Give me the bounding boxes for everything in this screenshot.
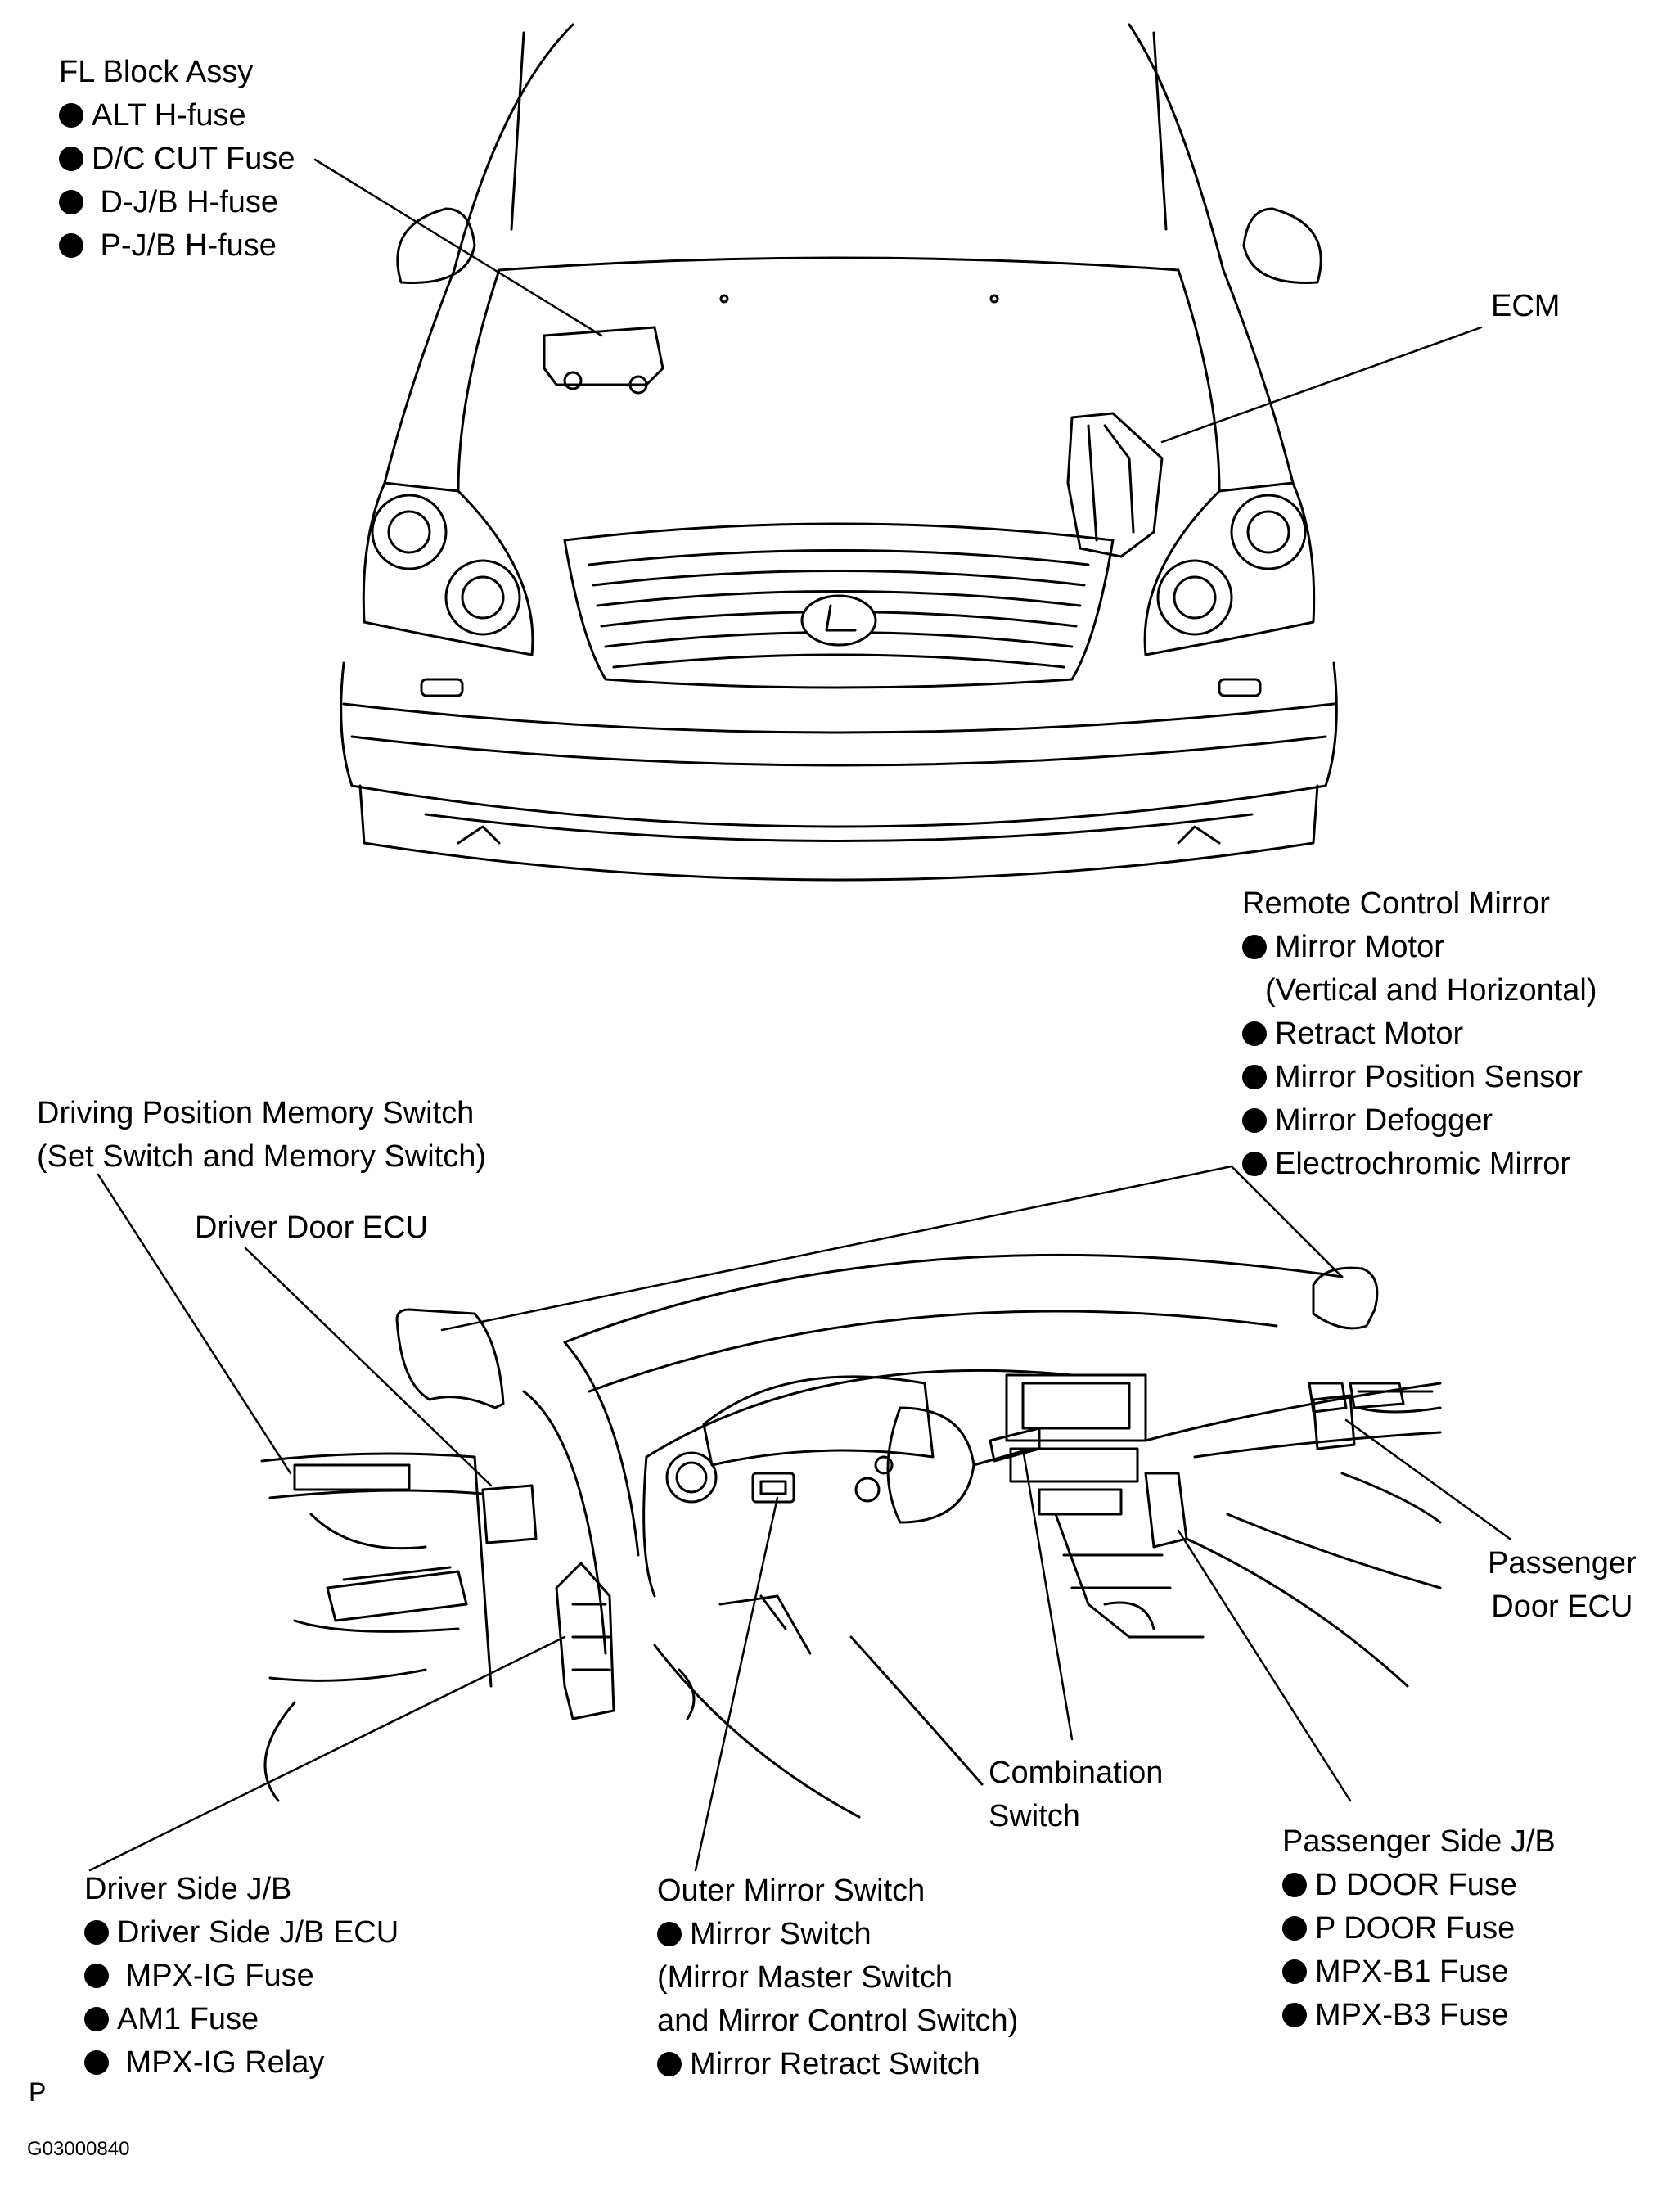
bullet-icon: [84, 1920, 109, 1945]
memory-switch-line2: (Set Switch and Memory Switch): [37, 1139, 487, 1174]
page-letter: P: [29, 2077, 47, 2107]
list-item: Driver Side J/B ECU: [84, 1911, 399, 1955]
bullet-icon: [84, 2050, 109, 2075]
list-item-continuation: (Vertical and Horizontal): [1265, 973, 1597, 1008]
list-item: D-J/B H-fuse: [59, 181, 295, 224]
bullet-icon: [1242, 1065, 1267, 1089]
list-item: D DOOR Fuse: [1282, 1864, 1556, 1907]
bullet-icon: [1242, 1108, 1267, 1133]
bullet-icon: [657, 2052, 682, 2076]
list-item-continuation: and Mirror Control Switch): [657, 2004, 1019, 2038]
driver-jb-label: Driver Side J/B Driver Side J/B ECU MPX-…: [84, 1868, 399, 2085]
list-item: ALT H-fuse: [59, 94, 295, 138]
outer-mirror-switch-label: Outer Mirror Switch Mirror Switch (Mirro…: [657, 1869, 1018, 2086]
bullet-icon: [1242, 1152, 1267, 1176]
combination-switch-line1: Combination: [989, 1756, 1164, 1790]
list-item: AM1 Fuse: [84, 1998, 399, 2041]
list-item: P DOOR Fuse: [1282, 1907, 1556, 1950]
bullet-icon: [59, 103, 83, 128]
passenger-door-ecu-line2: Door ECU: [1491, 1589, 1633, 1624]
combination-switch-label: Combination Switch: [989, 1752, 1163, 1838]
driver-jb-title: Driver Side J/B: [84, 1872, 292, 1906]
list-item-continuation: (Mirror Master Switch: [657, 1960, 953, 1995]
bullet-icon: [657, 1922, 682, 1946]
bullet-icon: [59, 147, 83, 171]
bullet-icon: [1242, 935, 1267, 959]
car-front-illustration: [340, 23, 1338, 882]
list-item: Mirror Defogger: [1242, 1099, 1597, 1143]
figure-code: G03000840: [27, 2138, 130, 2160]
list-item: MPX-IG Relay: [84, 2041, 399, 2085]
bullet-icon: [1282, 2003, 1307, 2027]
memory-switch-line1: Driving Position Memory Switch: [37, 1096, 475, 1130]
passenger-door-ecu-line1: Passenger: [1488, 1546, 1637, 1580]
list-item: Mirror Switch: [657, 1913, 1018, 1956]
list-item: Mirror Retract Switch: [657, 2043, 1018, 2086]
leader-lines: [88, 158, 1511, 1872]
list-item: Mirror Motor: [1242, 926, 1597, 969]
list-item: Mirror Position Sensor: [1242, 1056, 1597, 1099]
bullet-icon: [59, 190, 83, 214]
passenger-jb-title: Passenger Side J/B: [1282, 1824, 1556, 1859]
passenger-jb-label: Passenger Side J/B D DOOR Fuse P DOOR Fu…: [1282, 1820, 1556, 2037]
memory-switch-label: Driving Position Memory Switch (Set Swit…: [37, 1092, 486, 1179]
list-item: D/C CUT Fuse: [59, 138, 295, 181]
bullet-icon: [84, 2007, 109, 2031]
bullet-icon: [1282, 1959, 1307, 1984]
driver-door-ecu-title: Driver Door ECU: [195, 1211, 429, 1245]
car-interior-illustration: [260, 1253, 1442, 1819]
driver-door-ecu-label: Driver Door ECU: [195, 1206, 428, 1250]
list-item: P-J/B H-fuse: [59, 224, 295, 268]
list-item: MPX-B3 Fuse: [1282, 1994, 1556, 2037]
bullet-icon: [1282, 1873, 1307, 1897]
fl-block-label: FL Block Assy ALT H-fuse D/C CUT Fuse D-…: [59, 51, 295, 268]
ecm-title: ECM: [1491, 289, 1561, 323]
list-item: Electrochromic Mirror: [1242, 1143, 1597, 1186]
bullet-icon: [84, 1964, 109, 1988]
fl-block-title: FL Block Assy: [59, 55, 254, 89]
bullet-icon: [59, 233, 83, 258]
bullet-icon: [1242, 1021, 1267, 1046]
combination-switch-line2: Switch: [989, 1799, 1080, 1833]
list-item: MPX-IG Fuse: [84, 1955, 399, 1998]
passenger-door-ecu-label: Passenger Door ECU: [1488, 1542, 1637, 1629]
list-item: MPX-B1 Fuse: [1282, 1950, 1556, 1994]
ecm-label: ECM: [1491, 285, 1560, 328]
outer-mirror-title: Outer Mirror Switch: [657, 1874, 926, 1908]
remote-mirror-label: Remote Control Mirror Mirror Motor (Vert…: [1242, 882, 1597, 1186]
remote-mirror-title: Remote Control Mirror: [1242, 886, 1550, 921]
list-item: Retract Motor: [1242, 1012, 1597, 1056]
bullet-icon: [1282, 1916, 1307, 1941]
